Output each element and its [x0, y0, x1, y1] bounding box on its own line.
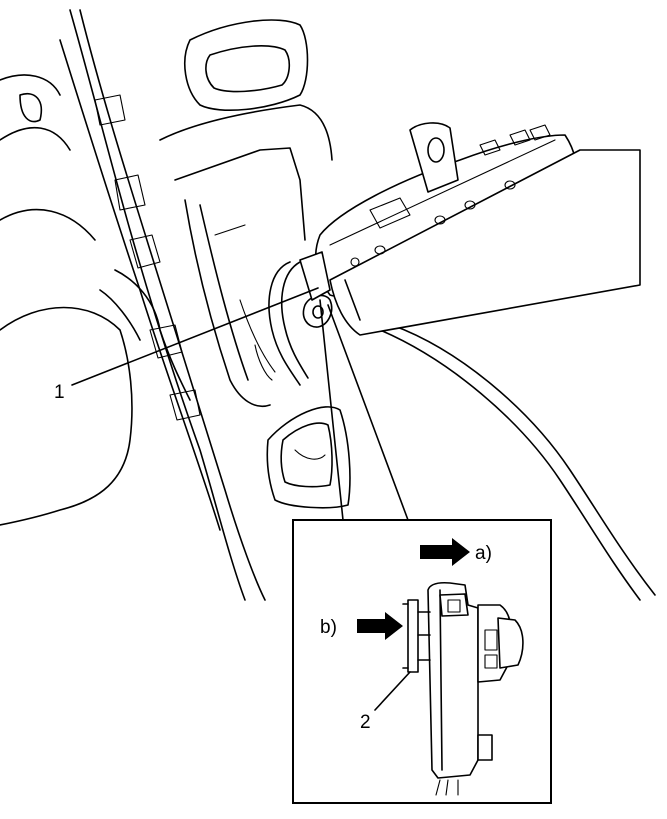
callout-1-label: 1	[54, 382, 65, 403]
callout-1: 1	[54, 287, 319, 403]
callout-2-leader	[374, 671, 411, 711]
vehicle-pillar-structure	[0, 9, 266, 601]
direction-a-label: a)	[475, 543, 492, 564]
direction-b-label: b)	[320, 617, 337, 638]
direction-arrow-a: a)	[420, 538, 492, 566]
lock-tab	[407, 599, 419, 673]
callout-2-label: 2	[360, 712, 371, 733]
upper-trim-panel	[159, 19, 333, 407]
wiring-harness	[268, 261, 656, 601]
arrow-right-icon	[357, 612, 403, 640]
airbag-module	[299, 122, 641, 336]
arrow-right-icon	[420, 538, 470, 566]
detail-inset: a) b) 2	[292, 519, 552, 804]
connector-detail	[402, 581, 524, 796]
callout-2: 2	[360, 671, 411, 733]
detail-zoom-lines	[319, 299, 409, 521]
direction-arrow-b: b)	[320, 612, 403, 640]
lower-trim-hook	[266, 406, 351, 509]
callout-1-leader	[71, 287, 319, 386]
